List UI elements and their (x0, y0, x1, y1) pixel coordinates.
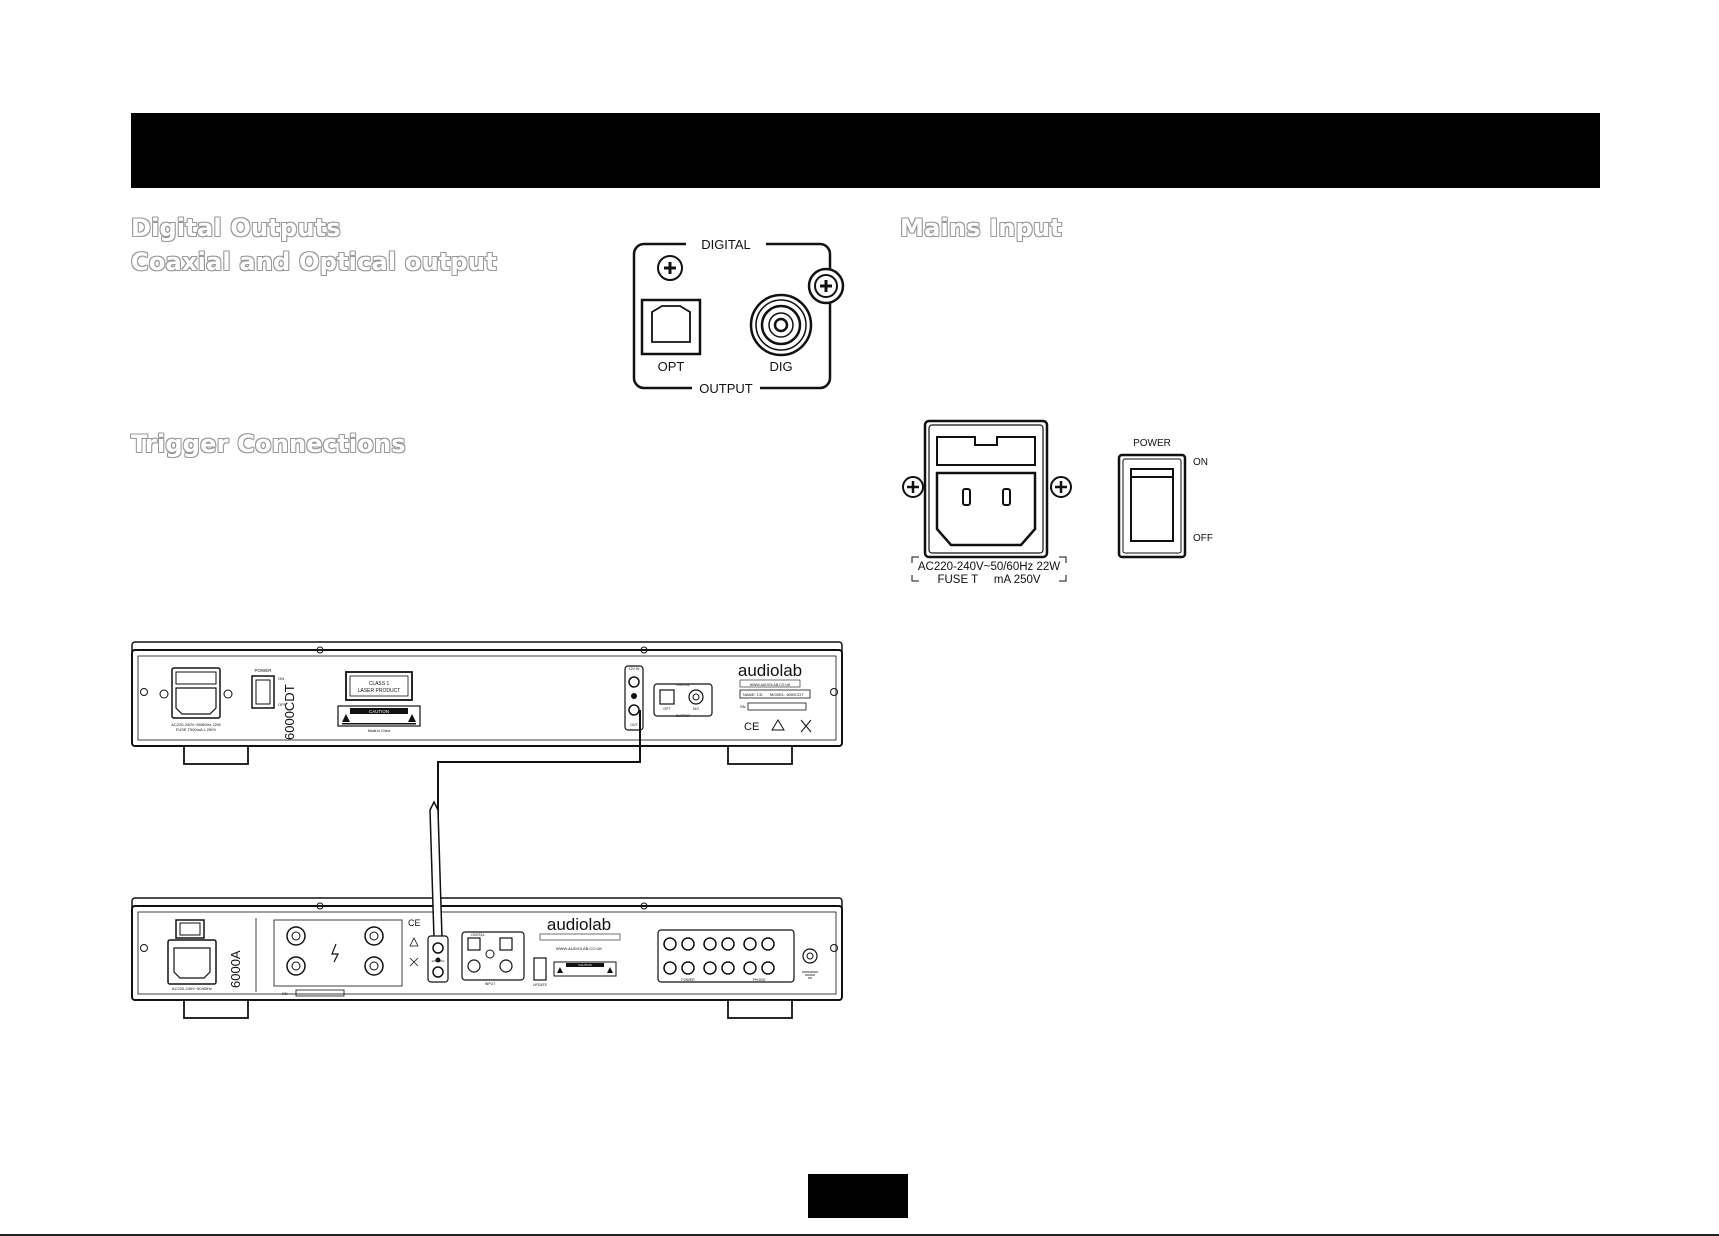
amp-website: WWW.AUDIOLAB.CO.UK (556, 946, 603, 951)
power-switch-icon (251, 675, 275, 709)
cd-name-label: NAME: CD (743, 692, 763, 697)
power-switch-icon (175, 919, 205, 939)
page-number-tab (808, 1174, 908, 1218)
amp-trigger-label: 12V TRIG (431, 959, 445, 963)
svg-text:FUSE T500mA L 250V: FUSE T500mA L 250V (176, 727, 217, 732)
screw-icon (902, 476, 924, 498)
trigger-connection-diagram: AC220-240V~50/60Hz 22W FUSE T500mA L 250… (131, 641, 843, 1019)
svg-text:AC220-240V~50/60Hz: AC220-240V~50/60Hz (172, 986, 212, 991)
cd-output-label: OUTPUT (676, 714, 691, 718)
amp-digital-label: DIGITAL (471, 933, 484, 937)
heading-digital-outputs: Digital Outputs (131, 214, 341, 242)
amp-power-label: POWER (681, 978, 695, 982)
dig-label: DIG (769, 359, 792, 374)
cd-website: WWW.AUDIOLAB.CO.UK (750, 683, 791, 687)
cd-brand: audiolab (738, 661, 802, 680)
amp-input-label: INPUT (485, 982, 496, 986)
optical-port-icon (640, 298, 702, 356)
antenna-icon (429, 800, 443, 939)
cd-power-label: POWER (254, 668, 272, 673)
coaxial-port-icon (749, 293, 813, 357)
cd-opt-label: OPT (663, 707, 671, 711)
cd-trigger-in: 12V IN (629, 667, 640, 671)
amp-sn-label: SN (282, 991, 288, 996)
on-label: ON (1193, 457, 1208, 468)
cd-on-label: ON (278, 676, 284, 681)
mains-rating-line2: FUSE T mA 250V (937, 574, 1040, 586)
off-label: OFF (1193, 533, 1213, 544)
screw-icon (807, 267, 845, 305)
heading-coaxial-optical: Coaxial and Optical output (131, 248, 497, 276)
power-switch-icon (1117, 453, 1187, 559)
amp-caution: CAUTION (578, 963, 592, 967)
digital-output-panel: DIGITAL OUTPUT OPT DIG (632, 234, 845, 398)
cd-made-in: Made in China (368, 729, 391, 733)
screw-icon (1050, 476, 1072, 498)
header-bar (131, 113, 1600, 188)
iec-socket-icon (167, 939, 217, 985)
cd-sn-label: SN (740, 704, 746, 709)
cd-off-label: OFF (278, 702, 287, 707)
cd-digital-label: DIGITAL (676, 683, 689, 687)
amp-ce-mark: CE (408, 918, 421, 928)
cd-class-line2: LASER PRODUCT (358, 688, 401, 694)
digital-bottom-label: OUTPUT (699, 381, 753, 396)
cd-player-rear-panel: AC220-240V~50/60Hz 22W FUSE T500mA L 250… (131, 641, 843, 765)
iec-socket-icon (171, 667, 221, 719)
opt-label: OPT (658, 359, 685, 374)
cd-class-line1: CLASS 1 (369, 681, 390, 687)
heading-mains-input: Mains Input (900, 214, 1062, 242)
svg-text:AC220-240V~50/60Hz 22W: AC220-240V~50/60Hz 22W (171, 722, 221, 727)
amp-brand: audiolab (547, 915, 611, 934)
cd-model-text: 6000CDT (282, 684, 297, 740)
cd-dig-label: DIG (693, 707, 700, 711)
screw-icon (657, 255, 683, 281)
amp-model-text: 6000A (228, 950, 243, 988)
amp-update-label: UPDATE (533, 983, 548, 987)
cd-model-label: MODEL: 6000CDT (770, 692, 804, 697)
amplifier-rear-panel: AC220-240V~50/60Hz 6000A SN CE 12V TRIG … (131, 800, 843, 1019)
mains-rating-line1: AC220-240V~50/60Hz 22W (918, 561, 1060, 573)
heading-trigger-connections: Trigger Connections (131, 430, 406, 458)
mains-input-panel: AC220-240V~50/60Hz 22W FUSE T mA 250V PO… (902, 419, 1213, 586)
cd-ce-mark: CE (744, 721, 759, 733)
iec-socket-icon (923, 419, 1049, 559)
cd-trigger-out: OUT (630, 723, 638, 727)
cd-caution: CAUTION (369, 709, 389, 714)
power-label: POWER (1133, 438, 1171, 449)
amp-phono-label: PHONO (753, 978, 766, 982)
digital-top-label: DIGITAL (701, 237, 751, 252)
